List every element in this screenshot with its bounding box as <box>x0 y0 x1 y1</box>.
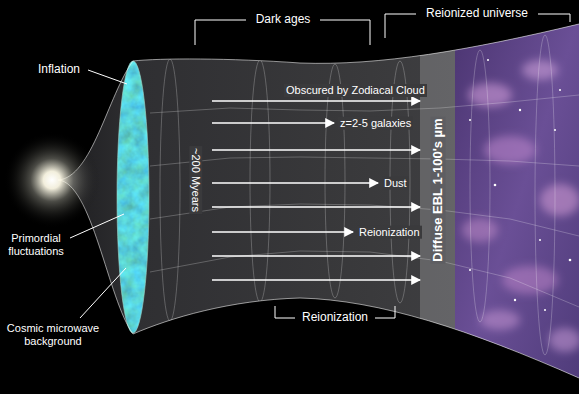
arrow-label: z=2-5 galaxies <box>338 117 413 130</box>
callout-label: Cosmic microwave background <box>3 322 103 347</box>
era-label: Reionized universe <box>426 7 528 21</box>
galaxy-clouds <box>462 60 579 352</box>
stars <box>469 59 571 311</box>
era-label: Dark ages <box>256 13 311 27</box>
leader-lines <box>70 70 127 318</box>
arrow-label: Obscured by Zodiacal Cloud <box>284 84 427 97</box>
cmb-surface <box>117 61 149 333</box>
big-bang-glow <box>4 132 100 228</box>
light-arrows <box>212 101 420 280</box>
callout-label: Primordial fluctuations <box>3 232 69 257</box>
reionized-region <box>455 0 579 394</box>
era-brackets <box>195 14 570 318</box>
arrow-label: Dust <box>382 177 409 190</box>
era-label: Reionization <box>302 311 368 325</box>
cmb-rim <box>117 61 149 333</box>
tube-outline <box>58 24 579 378</box>
ebl-band <box>420 0 455 394</box>
tube-grid <box>150 35 579 355</box>
arrow-label: Reionization <box>357 226 422 239</box>
time-label: ~200 Myears <box>190 146 203 214</box>
callout-label: Inflation <box>38 63 80 77</box>
band-label: Diffuse EBL 1-100's µm <box>431 116 446 263</box>
